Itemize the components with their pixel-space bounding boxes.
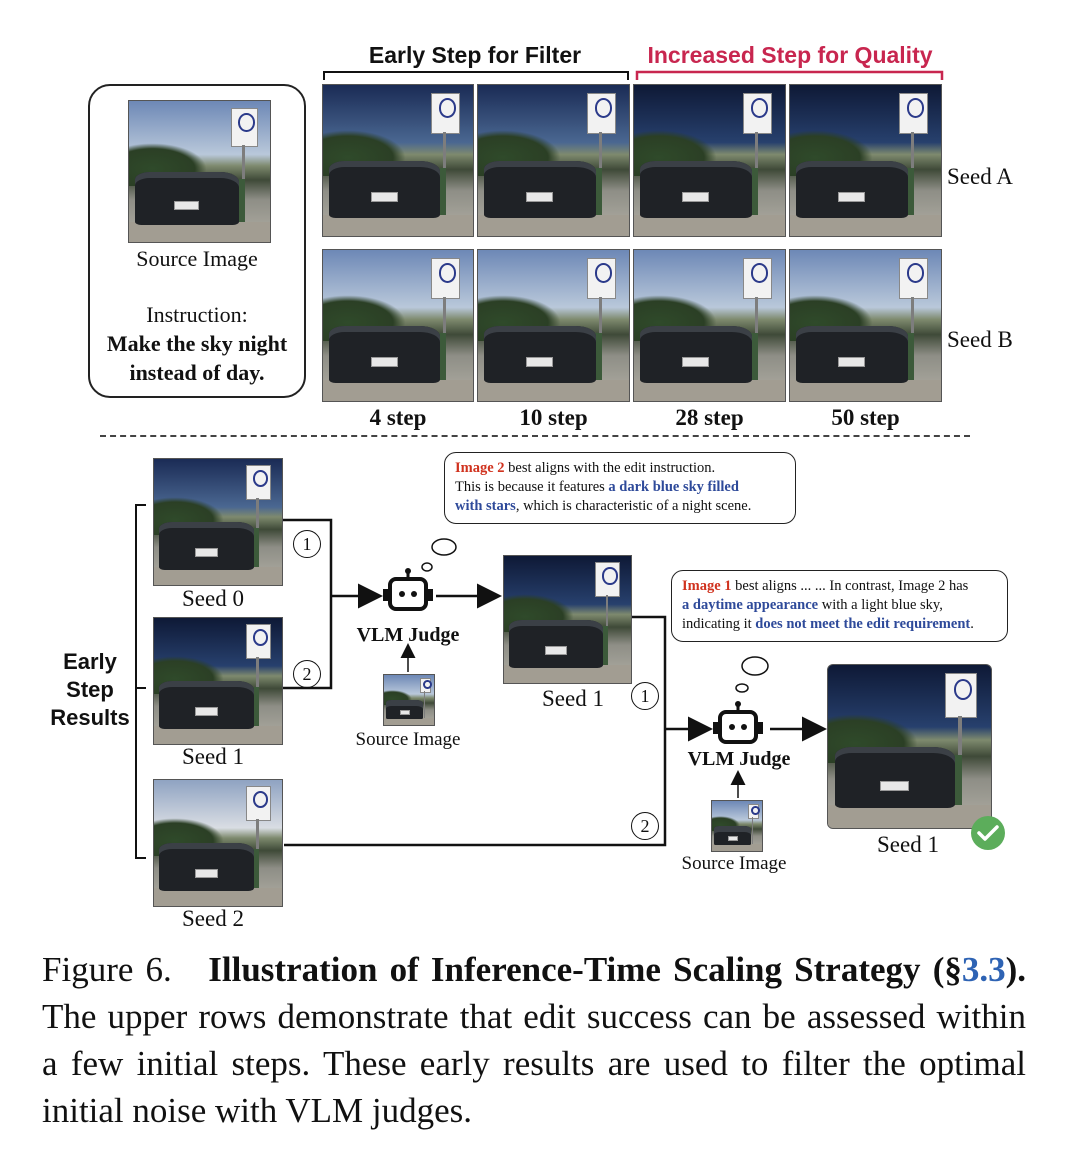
seed-a-step-10 (477, 84, 630, 237)
source-panel (88, 84, 306, 398)
bubble-text: best aligns with the edit instruction. (504, 460, 716, 476)
winner-seed-1-image (503, 555, 632, 684)
caption-prefix: Figure 6. (42, 950, 172, 989)
bubble-text: This is because it features (455, 479, 609, 495)
caption-ref-close: ). (1005, 950, 1026, 989)
early-label-line: Results (50, 705, 130, 730)
seed-1-label: Seed 1 (182, 744, 244, 769)
seed-2-image (153, 779, 283, 907)
bubble-highlight: with stars (455, 498, 516, 514)
bubble-text: , which is characteristic of a night sce… (515, 498, 752, 514)
seed-b-step-50 (789, 249, 942, 402)
robot-icon (383, 568, 433, 611)
check-icon (971, 816, 1005, 850)
bubble-highlight: a daytime appearance (682, 597, 819, 613)
instruction-text-2: instead of day. (129, 360, 265, 385)
bubble-lead: Image 1 (682, 578, 732, 594)
instruction-text-1: Make the sky night (106, 331, 288, 356)
source-image-small (711, 800, 763, 852)
winner-seed-1-label: Seed 1 (542, 686, 604, 711)
bubble-text: best aligns ... ... In contrast, Image 2… (731, 578, 969, 594)
vlm-judge-label: VLM Judge (687, 748, 791, 770)
judge-response-2: Image 1 best aligns ... ... In contrast,… (671, 570, 1008, 642)
early-step-results-label: Early Step Results (40, 648, 140, 732)
choice-circle-2: 2 (293, 660, 321, 688)
row-label-seed-b: Seed B (947, 327, 1013, 352)
caption-body: The upper rows demonstrate that edit suc… (42, 997, 1026, 1130)
seed-0-image (153, 458, 283, 586)
header-increased-step: Increased Step for Quality (647, 42, 933, 68)
figure-caption: Figure 6. Illustration of Inference-Time… (42, 946, 1026, 1134)
bubble-text: . (970, 616, 974, 632)
bubble-highlight: a dark blue sky filled (608, 479, 739, 495)
seed-1-image (153, 617, 283, 745)
bubble-text: indicating it (682, 616, 756, 632)
row-label-seed-a: Seed A (947, 164, 1013, 189)
choice-circle-1: 1 (631, 682, 659, 710)
source-image-label: Source Image (136, 246, 258, 271)
seed-2-label: Seed 2 (182, 906, 244, 931)
source-image-label-small: Source Image (355, 729, 461, 750)
choice-circle-1: 1 (293, 530, 321, 558)
robot-icon (713, 701, 763, 744)
flow-connectors (135, 504, 827, 859)
early-label-line: Step (66, 677, 114, 702)
caption-ref-link[interactable]: 3.3 (961, 950, 1006, 989)
section-divider (100, 435, 970, 437)
final-seed-1-image (827, 664, 992, 829)
step-label: 28 step (675, 405, 744, 430)
seed-a-step-28 (633, 84, 786, 237)
source-image-small (383, 674, 435, 726)
early-label-line: Early (63, 649, 117, 674)
seed-a-step-50 (789, 84, 942, 237)
bubble-highlight: does not meet the edit requirement (755, 616, 971, 632)
judge-response-1: Image 2 best aligns with the edit instru… (444, 452, 796, 524)
seed-b-step-10 (477, 249, 630, 402)
seed-a-step-4 (322, 84, 474, 237)
seed-0-label: Seed 0 (182, 586, 244, 611)
step-label: 50 step (831, 405, 900, 430)
step-label: 10 step (519, 405, 588, 430)
header-brackets (323, 70, 944, 80)
source-image (128, 100, 271, 243)
vlm-judge-label: VLM Judge (356, 624, 460, 646)
seed-b-step-28 (633, 249, 786, 402)
instruction-label: Instruction: (146, 302, 248, 327)
bubble-lead: Image 2 (455, 460, 505, 476)
caption-title: Illustration of Inference-Time Scaling S… (208, 950, 921, 989)
header-early-step: Early Step for Filter (368, 42, 582, 68)
source-image-label-small: Source Image (681, 853, 787, 874)
choice-circle-2: 2 (631, 812, 659, 840)
final-seed-1-label: Seed 1 (877, 832, 939, 857)
step-label: 4 step (369, 405, 427, 430)
caption-ref-open: (§ (932, 950, 962, 989)
seed-b-step-4 (322, 249, 474, 402)
bubble-text: with a light blue sky, (818, 597, 943, 613)
